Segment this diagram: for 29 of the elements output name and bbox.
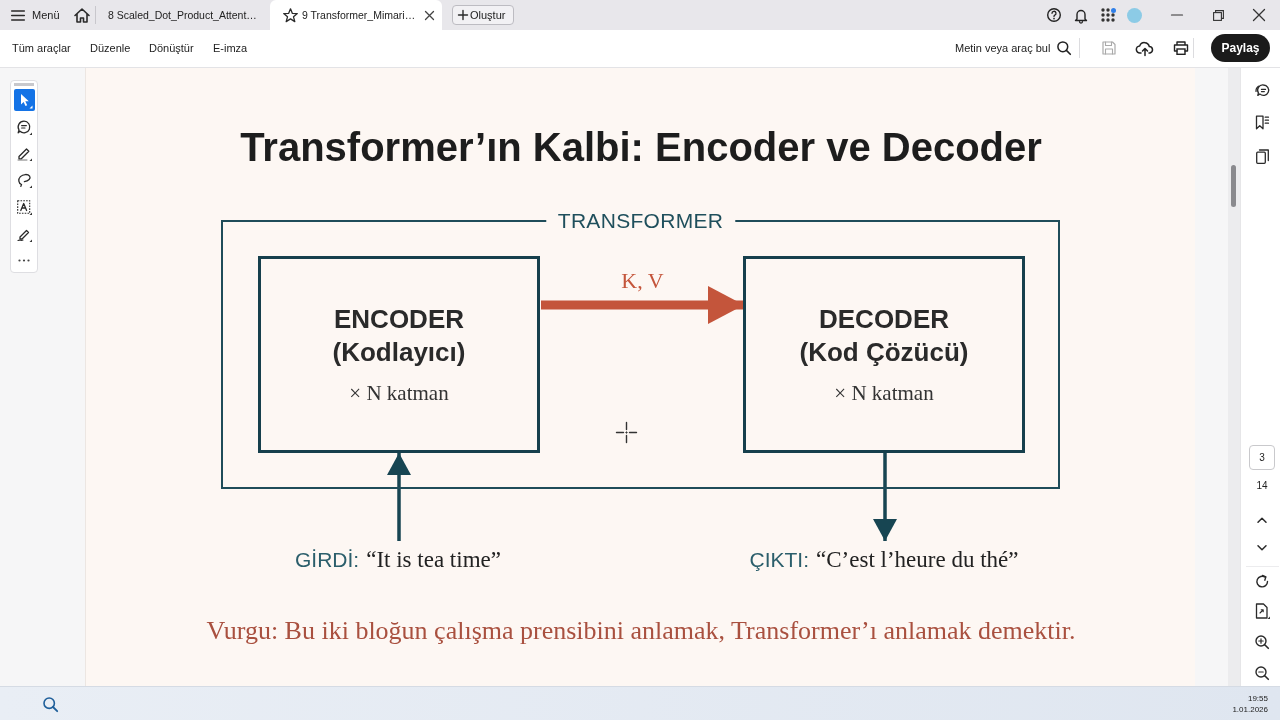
caption-note: Vurgu: Bu iki bloğun çalışma prensibini anlamak, Transformer’ı anlamak demektir. (206, 616, 1076, 646)
menu-item: E-imza (213, 41, 248, 55)
arrow (541, 286, 744, 324)
menu-item: Dönüştür (149, 41, 194, 55)
clock-date: 1.01.2026 (1232, 705, 1268, 715)
clock-time: 19:55 (1247, 694, 1268, 704)
io-label: GİRDİ: (295, 547, 360, 573)
page-count: 14 (1256, 479, 1268, 493)
create-button: Oluştur (452, 5, 514, 25)
block-title: DECODER (Kod Çözücü) (798, 303, 970, 369)
page-number-field: 3 (1249, 445, 1275, 470)
menu-link: Menü (8, 4, 60, 26)
quote-text: “It is tea time” (366, 546, 501, 574)
tab: 9 Transformer_Mimari… (270, 0, 442, 30)
arrow (387, 453, 411, 541)
block-title: ENCODER (Kodlayıcı) (331, 303, 467, 369)
quote-text: “C’est l’heure du thé” (816, 546, 1019, 574)
block-subtitle: × N katman (349, 381, 449, 406)
search-link: Metin veya araç bul (950, 36, 1076, 60)
process-box (743, 256, 1025, 453)
menu-item: Tüm araçlar (12, 41, 71, 55)
share-button: Paylaş (1211, 34, 1270, 62)
menu-item: Düzenle (90, 41, 131, 55)
block-subtitle: × N katman (834, 381, 934, 406)
process-box (258, 256, 540, 453)
slide-title: Transformer’ın Kalbi: Encoder ve Decoder (240, 124, 1042, 171)
io-label: ÇIKTI: (749, 547, 810, 573)
arrow (873, 453, 897, 541)
tab-title: 8 Scaled_Dot_Product_Attent… (107, 8, 258, 23)
